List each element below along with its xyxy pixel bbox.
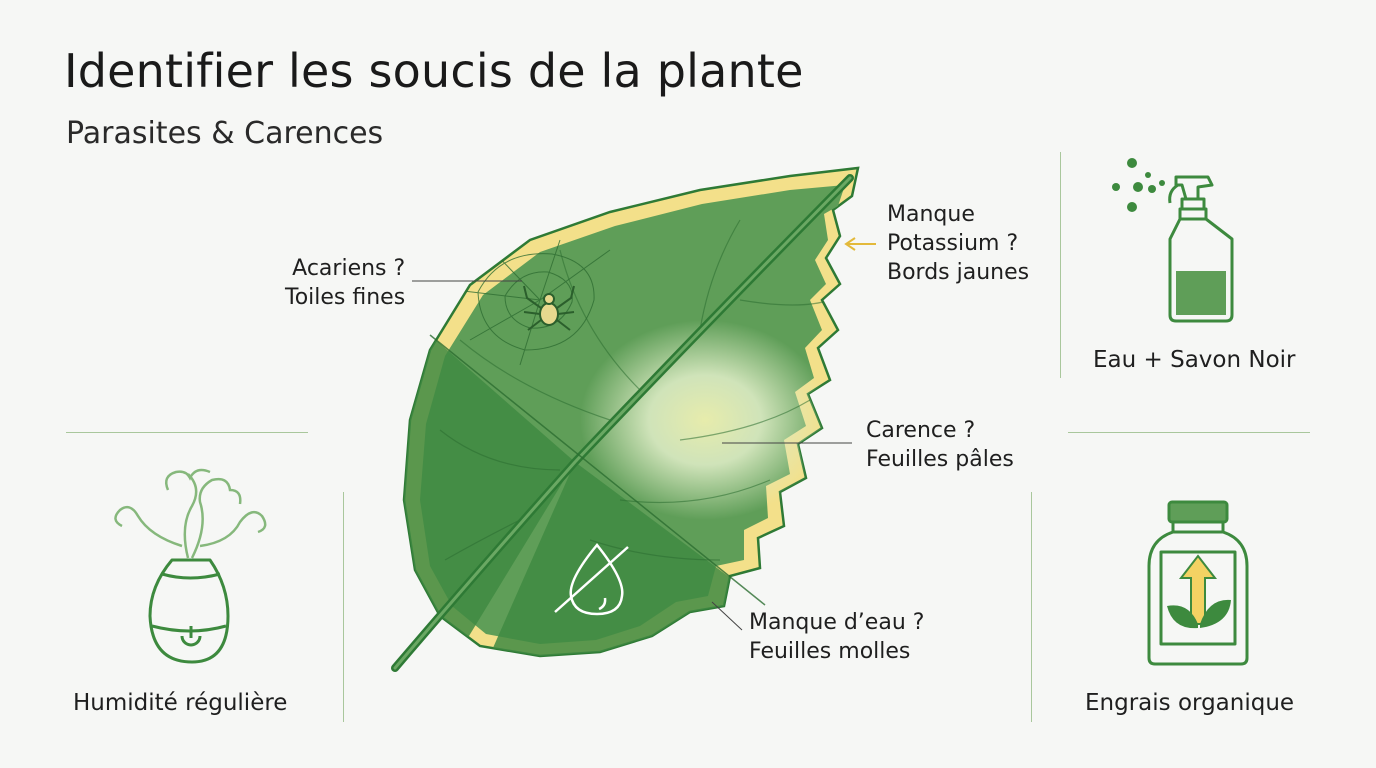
caption-fertilizer: Engrais organique [1085,690,1295,716]
label-potassium-line1: Manque [887,202,975,227]
fertilizer-bottle-icon [1147,500,1249,666]
pointer-water [711,601,743,631]
label-mites: Acariens ? Toiles fines [285,254,405,312]
pale-spot [580,320,830,520]
label-deficiency: Carence ? Feuilles pâles [866,416,1014,474]
no-water-drop-icon [554,543,629,616]
pointer-potassium-arrow [844,237,876,251]
label-mites-detail: Toiles fines [285,285,406,310]
leaf-veins [439,219,831,561]
caption-spray: Eau + Savon Noir [1093,347,1296,373]
humidifier-icon [114,468,267,664]
label-water-title: Manque d’eau ? [749,610,925,635]
label-water-detail: Feuilles molles [749,639,911,664]
cobweb [454,239,611,366]
label-water: Manque d’eau ? Feuilles molles [749,608,924,666]
label-potassium-line2: Potassium ? [887,231,1019,256]
page-subtitle: Parasites & Carences [66,116,384,151]
divider-right-top-vertical [1060,152,1061,378]
divider-left-vertical [343,492,344,722]
divider-right-horizontal [1068,432,1310,433]
label-deficiency-detail: Feuilles pâles [866,447,1014,472]
divider-right-bottom-vertical [1031,492,1032,722]
divider-left-horizontal [66,432,308,433]
page-title: Identifier les soucis de la plante [64,44,804,98]
caption-humidifier: Humidité régulière [73,690,288,716]
spray-bottle-icon [1112,158,1234,323]
label-potassium-detail: Bords jaunes [887,260,1030,285]
label-potassium: Manque Potassium ? Bords jaunes [887,200,1029,287]
label-deficiency-title: Carence ? [866,418,976,443]
leaf-cross-line [429,334,766,606]
label-mites-title: Acariens ? [292,256,406,281]
mite-icon [523,285,575,331]
